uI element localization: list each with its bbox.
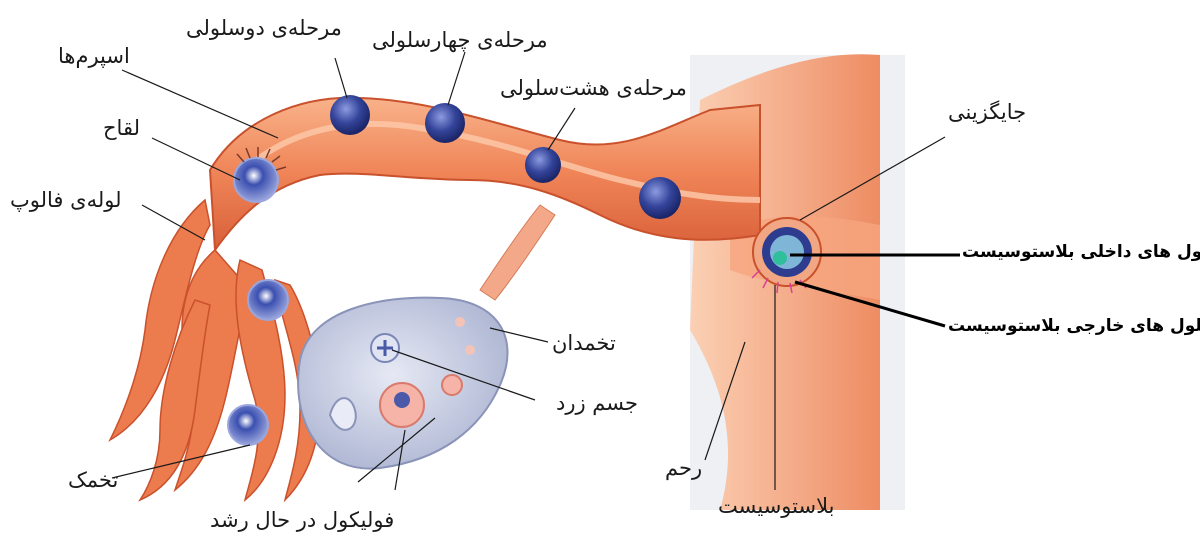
ovarian-ligament: [480, 205, 555, 300]
egg-in-tube: [248, 280, 288, 320]
fallopian-tube-body: [210, 98, 760, 250]
label-two-cell-stage: مرحله‌ی دوسلولی: [186, 18, 342, 39]
morula: [639, 177, 681, 219]
label-uterus: رحم: [665, 458, 702, 479]
four-cell-embryo: [425, 103, 465, 143]
egg-cell: [228, 405, 268, 445]
label-inner-cells: سلول های داخلی بلاستوسیست: [962, 244, 1200, 261]
eight-cell-embryo: [525, 147, 561, 183]
label-outer-cells: سلول های خارجی بلاستوسیست: [948, 318, 1200, 335]
label-ovary: تخمدان: [552, 333, 616, 354]
label-fallopian-tube: لوله‌ی فالوپ: [10, 190, 121, 211]
label-four-cell-stage: مرحله‌ی چهارسلولی: [372, 30, 548, 51]
label-growing-follicle: فولیکول در حال رشد: [210, 510, 394, 531]
label-implantation: جایگزینی: [948, 102, 1026, 123]
label-corpus-luteum: جسم زرد: [556, 393, 638, 414]
two-cell-embryo: [330, 95, 370, 135]
label-egg: تخمک: [68, 470, 118, 491]
label-blastocyst: بلاستوسیست: [718, 496, 834, 517]
label-eight-cell-stage: مرحله‌ی هشت‌سلولی: [500, 78, 687, 99]
label-sperms: اسپرم‌ها: [58, 46, 130, 67]
label-fertilization: لقاح: [103, 118, 140, 139]
